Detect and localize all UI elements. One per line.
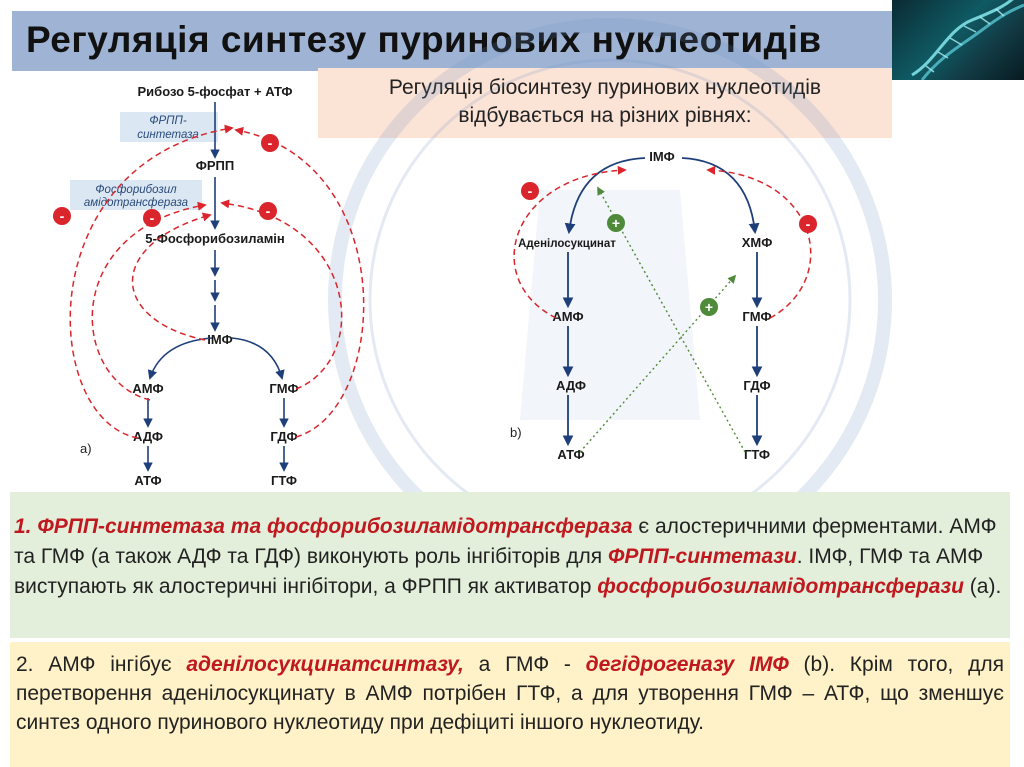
enzyme2-box <box>70 180 202 210</box>
svg-text:-: - <box>266 203 271 219</box>
panel-label-a: а) <box>80 441 92 456</box>
enzyme2-label-2: амідотрансфераза <box>84 197 188 209</box>
info-line-1: Регуляція біосинтезу пуринових нуклеотид… <box>388 76 822 99</box>
arrow-imf-amf <box>147 337 213 380</box>
paragraph-2: 2. АМФ інгібує аденілосукцинатсинтазу, а… <box>16 650 1004 737</box>
adenylosuccinate-label: Аденілосукцинат <box>518 238 616 250</box>
gmf-label-b: ГМФ <box>742 309 771 324</box>
feedback-amf-enzyme2 <box>91 201 207 401</box>
arrow-imf-xmf <box>681 157 760 235</box>
frpp-label: ФРПП <box>196 158 234 173</box>
p2-text-1: 2. АМФ інгібує <box>16 653 187 676</box>
p2-enzyme-1: аденілосукцинатсинтазу, <box>186 653 464 676</box>
imf-label-a: ІМФ <box>207 332 233 347</box>
dna-helix-icon <box>911 0 1024 80</box>
p1-text-2: . ІМФ, ГМФ та АМФ виступають як алостери… <box>14 545 984 598</box>
activation-gtf-adenylosuccinate <box>597 186 746 453</box>
page-title: Регуляція синтезу пуринових нуклеотидів <box>26 19 822 60</box>
svg-text:-: - <box>528 183 533 199</box>
p1-text-1: є алостеричними ферментами. АМФ та ГМФ (… <box>14 515 997 568</box>
minus-badge-4: - <box>143 209 161 227</box>
atf-label-a: АТФ <box>134 473 161 488</box>
amf-label-a: АМФ <box>132 381 163 396</box>
title-bar: Регуляція синтезу пуринових нуклеотидів <box>12 11 894 71</box>
paragraph-2-box: 2. АМФ інгібує аденілосукцинатсинтазу, а… <box>10 642 1010 767</box>
feedback-adf-enzyme1 <box>69 124 234 439</box>
diagram-b: ІМФ Аденілосукцинат ХМФ АМФ ГМФ АДФ ГДФ … <box>510 149 817 462</box>
p1-text-3: (а). <box>963 575 1002 598</box>
p2-enzyme-2: дегідрогеназу ІМФ <box>585 653 789 676</box>
p2-text-2: а ГМФ - <box>463 653 586 676</box>
arrow-imf-gmf <box>231 337 285 380</box>
svg-text:-: - <box>806 216 811 232</box>
plus-badge-b1: + <box>607 214 625 232</box>
paragraph-1: 1. ФРПП-синтетаза та фосфорибозиламідотр… <box>14 512 1004 602</box>
atf-label-b: АТФ <box>557 447 584 462</box>
svg-text:+: + <box>705 299 713 315</box>
p1-enzyme-amido: фосфорибозиламідотрансферази <box>597 575 964 598</box>
p2-text-3: (b). Крім того, для перетворення аденіло… <box>16 653 1004 734</box>
start-substrate-label: Рибозо 5-фосфат + АТФ <box>138 84 293 99</box>
gdf-label-b: ГДФ <box>743 378 770 393</box>
watermark-seal <box>328 18 892 495</box>
diagram-a: Рибозо 5-фосфат + АТФ ФРПП- синтетаза ФР… <box>53 84 365 488</box>
feedback-imf-enzyme2 <box>132 212 212 341</box>
panel-label-b: b) <box>510 425 522 440</box>
adf-label-b: АДФ <box>556 378 586 393</box>
minus-badge-1: - <box>261 134 279 152</box>
p1-enzymes: ФРПП-синтетаза та фосфорибозиламідотранс… <box>37 515 633 538</box>
minus-badge-3: - <box>53 207 71 225</box>
gtf-label-b: ГТФ <box>744 447 770 462</box>
enzyme2-label-1: Фосфорибозил <box>95 184 177 196</box>
svg-text:-: - <box>60 208 65 224</box>
paragraph-1-box: 1. ФРПП-синтетаза та фосфорибозиламідотр… <box>10 492 1010 638</box>
adf-label-a: АДФ <box>133 429 163 444</box>
imf-label-b: ІМФ <box>649 149 675 164</box>
feedback-gdf-enzyme1 <box>234 126 365 438</box>
plus-badge-b2: + <box>700 298 718 316</box>
dna-image <box>892 0 1024 80</box>
xmf-label: ХМФ <box>742 235 773 250</box>
purine-regulation-diagram: Рибозо 5-фосфат + АТФ ФРПП- синтетаза ФР… <box>53 18 892 495</box>
amf-label-b: АМФ <box>552 309 583 324</box>
p1-number: 1. <box>14 515 38 538</box>
gmf-label-a: ГМФ <box>269 381 298 396</box>
p1-enzyme-frpp: ФРПП-синтетази <box>607 545 797 568</box>
minus-badge-b1: - <box>521 182 539 200</box>
minus-badge-2: - <box>259 202 277 220</box>
svg-text:-: - <box>150 210 155 226</box>
svg-text:+: + <box>612 215 620 231</box>
prpa-label: 5-Фосфорибозиламін <box>145 231 285 246</box>
info-line-2: відбувається на різних рівнях: <box>458 104 752 127</box>
svg-text:-: - <box>268 135 273 151</box>
feedback-amf-inhibit <box>513 165 627 319</box>
info-box: Регуляція біосинтезу пуринових нуклеотид… <box>318 68 892 138</box>
arrow-imf-adenylosuccinate <box>564 157 646 235</box>
enzyme1-label-2: синтетаза <box>137 129 199 141</box>
gdf-label-a: ГДФ <box>270 429 297 444</box>
minus-badge-b2: - <box>799 215 817 233</box>
enzyme1-box <box>120 112 218 142</box>
enzyme1-label-1: ФРПП- <box>149 115 186 127</box>
gtf-label-a: ГТФ <box>271 473 297 488</box>
